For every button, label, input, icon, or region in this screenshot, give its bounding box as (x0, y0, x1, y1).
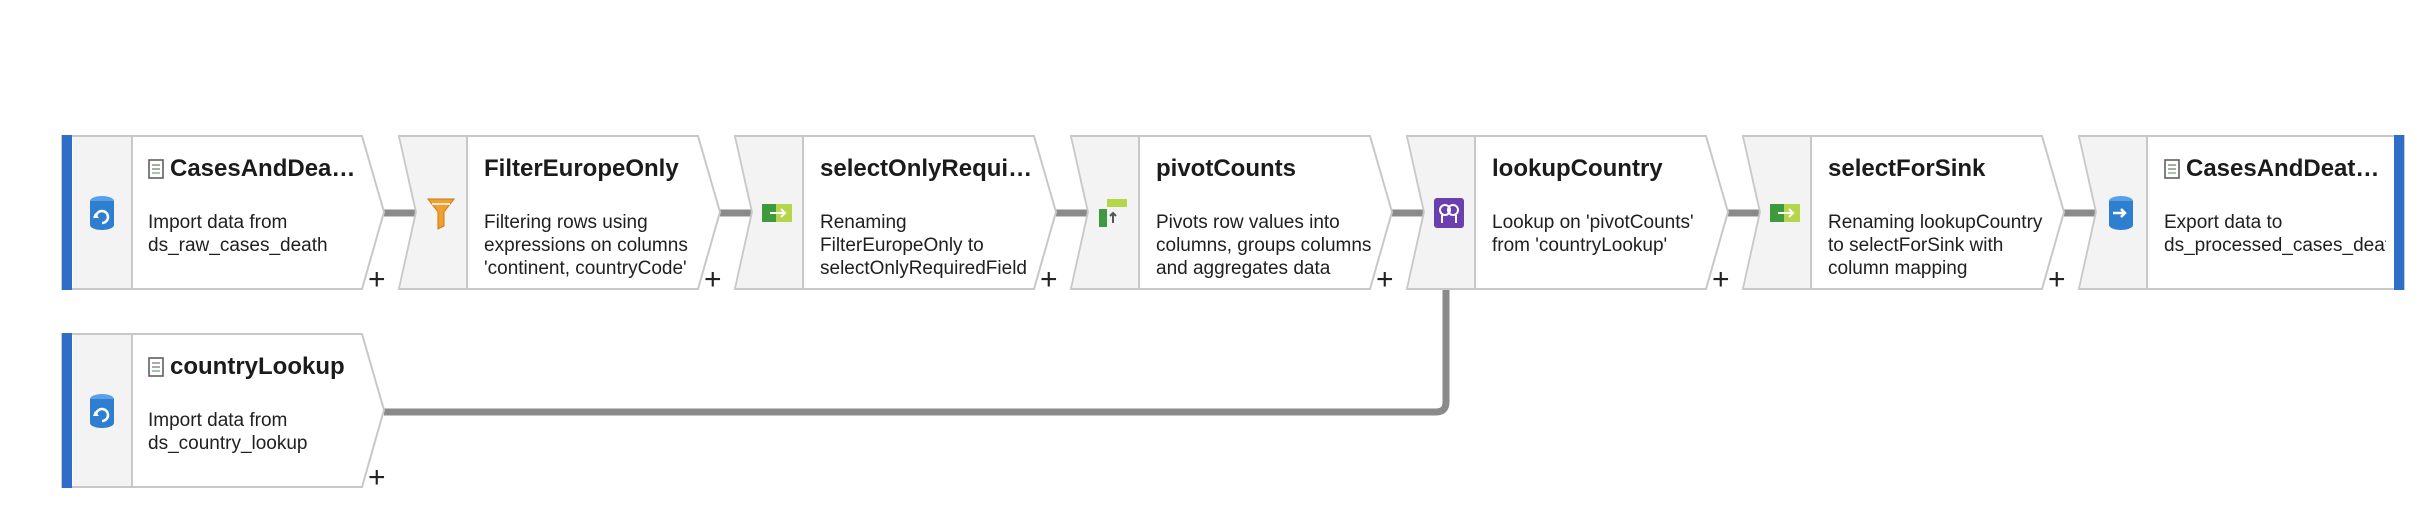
add-transform-button[interactable]: + (1040, 263, 1058, 296)
node-title: selectForSink (1828, 155, 1986, 182)
node-shape (1741, 135, 2066, 290)
dataset-file-icon (148, 158, 164, 186)
lookup-connector (384, 288, 1450, 416)
select-for-sink-node[interactable]: selectForSink Renaming lookupCountry to … (1741, 135, 2066, 295)
add-transform-button[interactable]: + (1376, 263, 1394, 296)
lookup-country-node[interactable]: lookupCountry Lookup on 'pivotCounts' fr… (1405, 135, 1730, 295)
connectors (384, 209, 2098, 416)
pivot-counts-node[interactable]: pivotCounts Pivots row values into colum… (1069, 135, 1394, 295)
node-title: FilterEuropeOnly (484, 155, 679, 182)
add-transform-button[interactable]: + (368, 461, 386, 494)
sink-dataset-icon (2094, 135, 2148, 290)
dataset-file-icon (2164, 158, 2180, 186)
node-title: CasesAndDeath... (2164, 155, 2386, 186)
source-country-node[interactable]: countryLookup Import data from ds_countr… (61, 333, 386, 493)
source-dataset-icon (72, 333, 132, 488)
node-shape (61, 333, 386, 488)
add-transform-button[interactable]: + (368, 263, 386, 296)
node-title: CasesAndDeath... (148, 155, 362, 186)
node-description: Import data from ds_country_lookup (148, 410, 308, 454)
node-description: Import data from ds_raw_cases_death (148, 212, 328, 256)
source-dataset-icon (72, 135, 132, 290)
node-description: Renaming lookupCountry to selectForSink … (1828, 212, 2043, 279)
node-title: pivotCounts (1156, 155, 1296, 182)
select-icon (750, 135, 804, 290)
select-required-node[interactable]: selectOnlyRequir... Renaming FilterEurop… (733, 135, 1058, 295)
node-description: Filtering rows using expressions on colu… (484, 212, 688, 279)
node-title: lookupCountry (1492, 155, 1663, 182)
node-title: selectOnlyRequir... (820, 155, 1034, 182)
lookup-icon (1422, 135, 1476, 290)
source-cases-node[interactable]: CasesAndDeath... Import data from ds_raw… (61, 135, 386, 295)
dataset-file-icon (148, 356, 164, 384)
node-description: Renaming FilterEuropeOnly to selectOnlyR… (820, 212, 1027, 279)
select-icon (1758, 135, 1812, 290)
filter-europe-node[interactable]: FilterEuropeOnly Filtering rows using ex… (397, 135, 722, 295)
pivot-icon (1086, 135, 1140, 290)
add-transform-button[interactable]: + (704, 263, 722, 296)
node-description: Export data to ds_processed_cases_deaths (2164, 212, 2386, 256)
sink-cases-node[interactable]: CasesAndDeath... Export data to ds_proce… (2077, 135, 2405, 290)
filter-funnel-icon (414, 135, 468, 290)
node-title: countryLookup (148, 353, 362, 384)
node-shape (397, 135, 722, 290)
node-description: Lookup on 'pivotCounts' from 'countryLoo… (1492, 212, 1694, 256)
add-transform-button[interactable]: + (1712, 263, 1730, 296)
node-description: Pivots row values into columns, groups c… (1156, 212, 1372, 279)
add-transform-button[interactable]: + (2048, 263, 2066, 296)
